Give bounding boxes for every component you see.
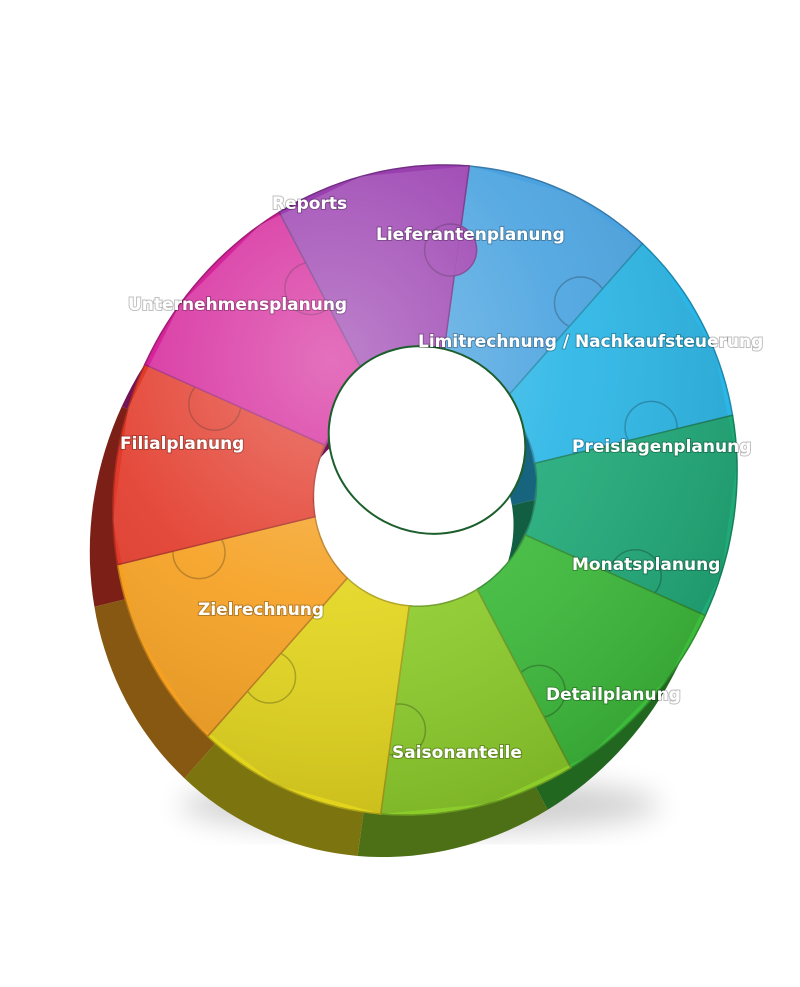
label-filialplanung: Filialplanung — [120, 434, 244, 454]
label-reports: Reports — [272, 194, 347, 214]
label-monatsplanung: Monatsplanung — [572, 555, 720, 575]
ring-hole — [327, 345, 527, 535]
label-preislagenplanung: Preislagenplanung — [572, 437, 751, 457]
label-limitrechnung: Limitrechnung / Nachkaufsteuerung — [418, 332, 763, 352]
label-saisonanteile: Saisonanteile — [392, 743, 522, 763]
segment-labels: Reports Lieferantenplanung Limitrechnung… — [119, 193, 764, 764]
label-zielrechnung: Zielrechnung — [198, 600, 324, 620]
label-lieferantenplanung: Lieferantenplanung — [376, 225, 565, 245]
label-unternehmensplanung: Unternehmensplanung — [128, 295, 347, 315]
ring-gloss — [113, 166, 737, 814]
label-detailplanung: Detailplanung — [546, 685, 681, 705]
